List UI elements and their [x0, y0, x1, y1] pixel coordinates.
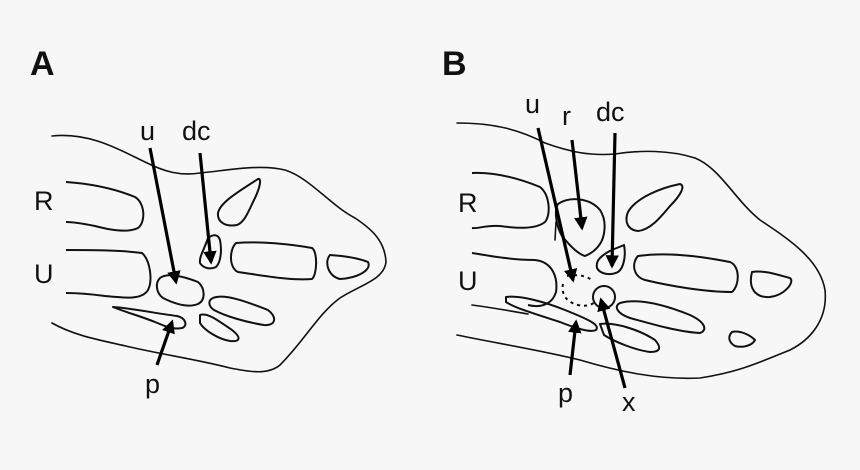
panel-label-b: B	[442, 45, 467, 83]
label-radius-b: R	[458, 188, 478, 218]
arrow-r-b	[570, 139, 588, 231]
label-ulna-a: U	[34, 259, 54, 289]
radius-bone-b	[471, 171, 550, 230]
panel-label-a: A	[30, 45, 55, 83]
small-bone-b	[728, 330, 756, 348]
metacarpal-bone-b-1	[633, 253, 739, 293]
arrow-u-a	[148, 147, 181, 285]
pisiform-bone-b	[505, 295, 598, 332]
arrow-u-b	[536, 127, 578, 283]
upper-bone-b	[625, 183, 684, 232]
ulna-lower-edge-b	[471, 304, 529, 315]
ulnare-bone-missing-b	[561, 274, 597, 307]
arrow-p-a	[155, 319, 175, 366]
ulna-bone-b	[471, 252, 558, 308]
arrow-dc-b	[605, 132, 619, 269]
arrow-dc-a	[198, 152, 217, 265]
radius-bone-a	[65, 181, 145, 232]
callout-x-b: x	[622, 387, 636, 417]
ulna-bone-a	[65, 249, 152, 299]
element-x-b	[592, 285, 616, 309]
callout-u-a: u	[140, 116, 155, 146]
ulnare-bone-a	[155, 274, 205, 307]
arrow-p-b	[568, 319, 582, 376]
pisiform-bone-a	[112, 306, 187, 330]
label-ulna-b: U	[458, 266, 478, 296]
callout-p-a: p	[145, 369, 160, 399]
distal-carpal-bone-b	[595, 244, 626, 276]
radiale-tick-b	[554, 221, 557, 241]
metacarpal-bone-b-2	[615, 300, 706, 334]
metacarpal-bone-a-3	[199, 313, 240, 343]
limb-outline-b	[456, 122, 827, 380]
callout-p-b: p	[558, 378, 573, 408]
callout-dc-b: dc	[596, 97, 625, 127]
label-radius-a: R	[34, 186, 54, 216]
metacarpal-bone-a-2	[208, 295, 276, 327]
metacarpal-bone-b-3	[599, 322, 661, 353]
panel-b: B R U u	[442, 45, 827, 417]
limb-outline-a	[51, 134, 387, 373]
phalanx-bone-a	[326, 254, 370, 280]
metacarpal-bone-a-1	[230, 241, 318, 281]
callout-u-b: u	[525, 89, 540, 119]
callout-r-b: r	[562, 101, 571, 131]
callout-dc-a: dc	[182, 116, 211, 146]
distal-carpal-bone-a	[198, 234, 222, 270]
upper-bone-a	[216, 178, 262, 227]
panel-a: A R U u dc p	[30, 45, 387, 399]
arrow-x-b	[597, 297, 627, 389]
phalanx-bone-b	[750, 270, 793, 299]
